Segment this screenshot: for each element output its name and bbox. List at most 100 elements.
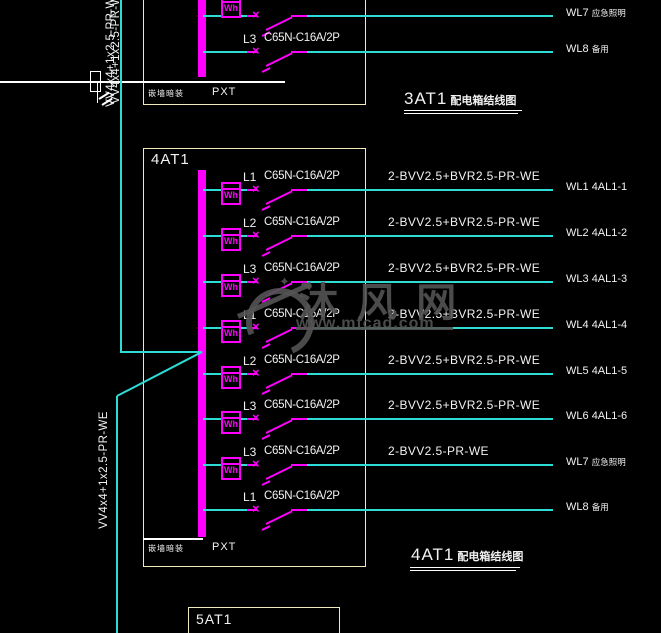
- wire-spec-label: 2-BVV2.5+BVR2.5-PR-WE: [388, 169, 541, 183]
- bus-bar-3at1: [198, 0, 206, 77]
- breaker-contact-icon: ×: [252, 43, 260, 58]
- wire-spec-label: 2-BVV2.5+BVR2.5-PR-WE: [388, 398, 541, 412]
- phase-label: L3: [243, 262, 257, 276]
- panel-name-5at1: 5AT1: [196, 611, 233, 627]
- circuit-id: WL1: [566, 181, 589, 193]
- breaker-out-segment: [291, 464, 307, 466]
- circuit-label: WL7 应急照明: [566, 456, 626, 468]
- watermark-star-icon: ✦: [279, 274, 290, 289]
- incoming-spec-label-lower: VV4x4+1x2.5-PR-WE: [98, 411, 110, 529]
- breaker-out-segment: [291, 235, 307, 237]
- breaker-model-label: C65N-C16A/2P: [264, 308, 340, 320]
- title-suffix: 配电箱结线图: [457, 551, 524, 563]
- meter-divider: [223, 1, 239, 3]
- circuit-destination: 备用: [591, 44, 609, 54]
- meter-divider: [223, 280, 239, 282]
- breaker-lead-segment: [247, 235, 257, 237]
- circuit-label: WL4 4AL1-4: [566, 319, 627, 331]
- circuit-destination: 4AL1-6: [591, 410, 628, 422]
- wire-spec-label: 2-BVV2.5+BVR2.5-PR-WE: [388, 307, 541, 321]
- breaker-lead-segment: [247, 281, 257, 283]
- meter-divider: [223, 417, 239, 419]
- watermark-brand-text: 沐 风 网: [298, 281, 461, 325]
- panel-box-4at1: [143, 148, 366, 567]
- breaker-out-segment: [291, 418, 307, 420]
- kwh-meter-icon: Wh: [221, 228, 241, 251]
- title-underline: [410, 570, 516, 571]
- breaker-contact-icon: ×: [252, 227, 260, 242]
- meter-label: Wh: [224, 328, 238, 338]
- switch-blade-icon: [265, 236, 293, 251]
- circuit-row: Wh L1 C65N-C16A/2P × 2-BVV2.5+BVR2.5-PR-…: [0, 168, 661, 212]
- breaker-lead-segment: [247, 509, 257, 511]
- outgoing-wire: [307, 235, 553, 237]
- breaker-model-label: C65N-C16A/2P: [264, 262, 340, 274]
- circuit-label: WL5 4AL1-5: [566, 365, 627, 377]
- circuit-destination: 4AL1-1: [591, 181, 628, 193]
- breaker-out-segment: [291, 15, 307, 17]
- circuit-row: Wh L1 C65N-C16A/2P × 2-BVV2.5+BVR2.5-PR-…: [0, 306, 661, 350]
- circuit-destination: 应急照明: [591, 457, 626, 467]
- wire-spec-label: 2-BVV2.5-PR-WE: [388, 0, 489, 3]
- kwh-meter-icon: Wh: [221, 411, 241, 434]
- switch-pole-tick: [261, 67, 271, 73]
- circuit-row: Wh L3 C65N-C16A/2P × 2-BVV2.5+BVR2.5-PR-…: [0, 397, 661, 441]
- circuit-destination: 应急照明: [591, 8, 626, 18]
- breaker-model-label: C65N-C16A/2P: [264, 170, 340, 182]
- riser-line-lower: [116, 396, 118, 633]
- meter-divider: [223, 326, 239, 328]
- switch-pole-tick: [261, 205, 271, 211]
- breaker-contact-icon: ×: [252, 456, 260, 471]
- breaker-out-segment: [291, 281, 307, 283]
- breaker-model-label: C65N-C16A/2P: [264, 216, 340, 228]
- phase-label: L3: [243, 445, 257, 459]
- breaker-lead-segment: [247, 373, 257, 375]
- wire-spec-label: 2-BVV2.5+BVR2.5-PR-WE: [388, 353, 541, 367]
- panel-box-5at1: [188, 607, 340, 633]
- breaker-lead-segment: [247, 327, 257, 329]
- mounting-note-3at1: 嵌墙暗装: [148, 89, 184, 98]
- circuit-id: WL8: [566, 501, 589, 513]
- wire-spec-label: 2-BVV2.5+BVR2.5-PR-WE: [388, 215, 541, 229]
- switch-blade-icon: [265, 419, 293, 434]
- title-panel-id: 4AT1: [411, 545, 455, 564]
- phase-label: L1: [243, 490, 257, 504]
- meter-label: Wh: [224, 374, 238, 384]
- circuit-label: WL2 4AL1-2: [566, 227, 627, 239]
- grid-and-divider-line: [0, 81, 285, 83]
- circuit-id: WL8: [566, 43, 589, 55]
- switch-pole-tick: [261, 251, 271, 257]
- switch-pole-tick: [261, 525, 271, 531]
- phase-label: L2: [243, 216, 257, 230]
- circuit-row: L3 C65N-C16A/2P × WL8 备用: [0, 30, 661, 74]
- circuit-row: Wh L2 C65N-C16A/2P × 2-BVV2.5+BVR2.5-PR-…: [0, 352, 661, 396]
- kwh-meter-icon: Wh: [221, 274, 241, 297]
- outgoing-wire: [307, 281, 553, 283]
- circuit-row: L1 C65N-C16A/2P × WL8 备用: [0, 488, 661, 532]
- breaker-out-segment: [291, 189, 307, 191]
- breaker-model-label: C65N-C16A/2P: [264, 32, 340, 44]
- circuit-destination: 备用: [591, 502, 609, 512]
- breaker-lead-segment: [247, 51, 257, 53]
- circuit-row: Wh L3 C65N-C16A/2P × 2-BVV2.5+BVR2.5-PR-…: [0, 260, 661, 304]
- breaker-lead-segment: [247, 464, 257, 466]
- circuit-row: Wh L2 C65N-C16A/2P × 2-BVV2.5+BVR2.5-PR-…: [0, 214, 661, 258]
- circuit-id: WL6: [566, 410, 589, 422]
- breaker-out-segment: [291, 509, 307, 511]
- circuit-id: WL7: [566, 456, 589, 468]
- switch-blade-icon: [265, 52, 293, 67]
- switch-blade-icon: [265, 510, 293, 525]
- outgoing-wire: [307, 15, 553, 17]
- breaker-out-segment: [291, 373, 307, 375]
- title-suffix: 配电箱结线图: [450, 95, 517, 107]
- breaker-contact-icon: ×: [252, 181, 260, 196]
- meter-label: Wh: [224, 419, 238, 429]
- circuit-label: WL1 4AL1-1: [566, 181, 627, 193]
- title-underline: [404, 113, 518, 114]
- title-underline: [410, 567, 520, 568]
- outgoing-wire: [307, 464, 553, 466]
- breaker-out-segment: [291, 51, 307, 53]
- kwh-meter-icon: Wh: [221, 0, 241, 18]
- wire-spec-label: 2-BVV2.5+BVR2.5-PR-WE: [388, 261, 541, 275]
- circuit-destination: 4AL1-3: [591, 273, 628, 285]
